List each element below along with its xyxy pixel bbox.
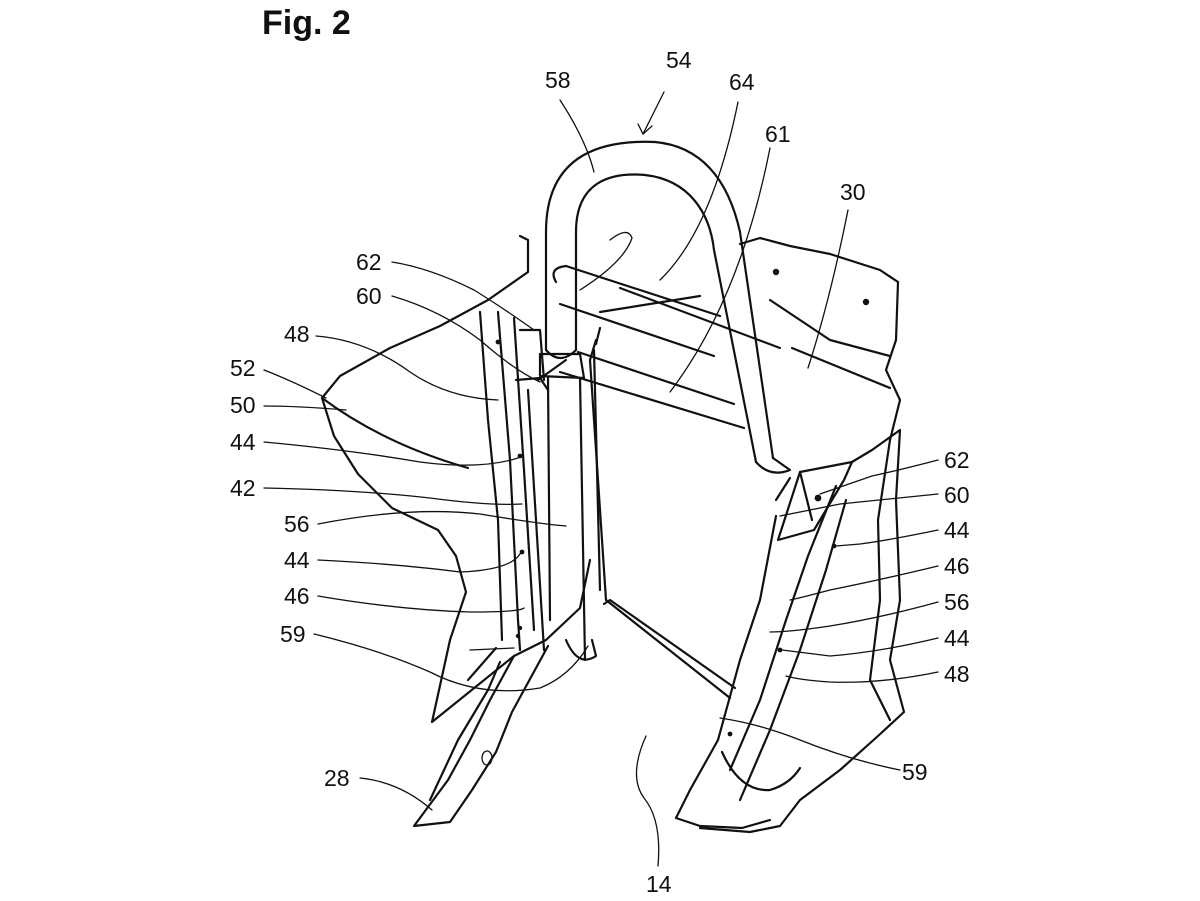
ref-56-left: 56 [284, 511, 310, 537]
ref-62-left: 62 [356, 249, 382, 275]
ref-30: 30 [840, 179, 866, 205]
ref-56-right: 56 [944, 589, 970, 615]
ref-50: 50 [230, 392, 256, 418]
ref-54: 54 [666, 47, 692, 73]
ref-44-right-2: 44 [944, 625, 970, 651]
left-pillar [320, 234, 592, 828]
ref-59-right: 59 [902, 759, 928, 785]
ref-61: 61 [765, 121, 791, 147]
ref-48-right: 48 [944, 661, 970, 687]
ref-60-right: 60 [944, 482, 970, 508]
ref-48-left: 48 [284, 321, 310, 347]
ref-42: 42 [230, 475, 256, 501]
ref-44-right-1: 44 [944, 517, 970, 543]
ref-60-left: 60 [356, 283, 382, 309]
ref-59-left: 59 [280, 621, 306, 647]
reference-numerals: 54 58 64 61 30 62 60 48 52 50 44 42 56 4… [230, 47, 970, 897]
ref-14: 14 [646, 871, 672, 897]
central-frame [588, 338, 737, 700]
ref-28: 28 [324, 765, 350, 791]
ref-52: 52 [230, 355, 256, 381]
roll-bar [538, 140, 792, 662]
ref-44-left-2: 44 [284, 547, 310, 573]
ref-46-left: 46 [284, 583, 310, 609]
ref-44-left-1: 44 [230, 429, 256, 455]
leader-lines [263, 91, 939, 867]
ref-58: 58 [545, 67, 571, 93]
rear-panel [598, 236, 902, 442]
cross-brace [552, 264, 782, 430]
ref-64: 64 [729, 69, 755, 95]
ref-62-right: 62 [944, 447, 970, 473]
ref-46-right: 46 [944, 553, 970, 579]
figure-title: Fig. 2 [262, 4, 351, 42]
